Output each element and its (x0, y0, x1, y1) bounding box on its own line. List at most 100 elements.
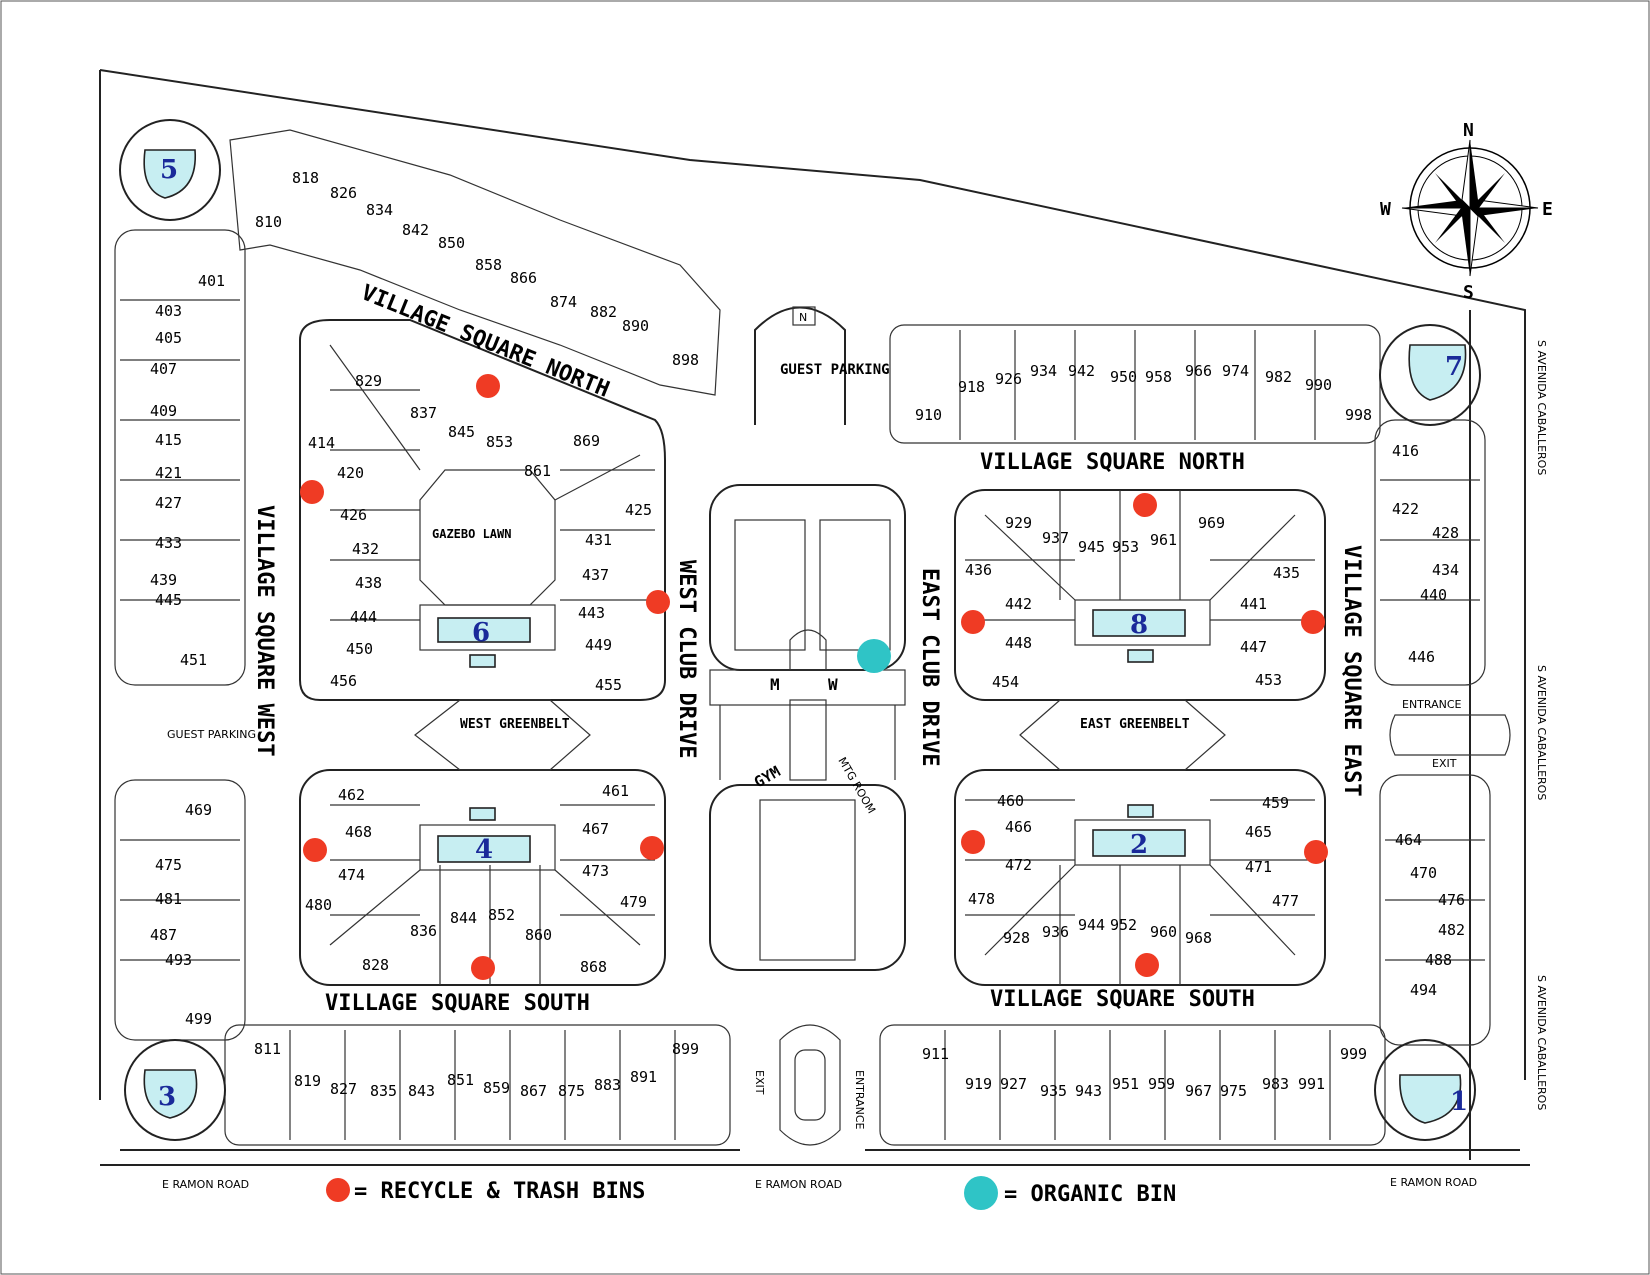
street-village-square-south-west: VILLAGE SQUARE SOUTH (325, 991, 590, 1016)
svg-text:998: 998 (1345, 406, 1372, 424)
svg-text:464: 464 (1395, 831, 1422, 849)
svg-text:444: 444 (350, 608, 377, 626)
svg-text:443: 443 (578, 604, 605, 622)
svg-text:445: 445 (155, 591, 182, 609)
svg-text:432: 432 (352, 540, 379, 558)
svg-text:455: 455 (595, 676, 622, 694)
svg-text:852: 852 (488, 906, 515, 924)
inner-quadrants (299, 319, 1326, 986)
pool-8: 8 (1092, 609, 1186, 640)
svg-text:850: 850 (438, 234, 465, 252)
svg-text:438: 438 (355, 574, 382, 592)
svg-text:943: 943 (1075, 1082, 1102, 1100)
svg-text:899: 899 (672, 1040, 699, 1058)
svg-text:462: 462 (338, 786, 365, 804)
svg-text:422: 422 (1392, 500, 1419, 518)
svg-text:869: 869 (573, 432, 600, 450)
svg-text:4: 4 (475, 835, 493, 865)
svg-text:826: 826 (330, 184, 357, 202)
svg-text:928: 928 (1003, 929, 1030, 947)
pool-2: 2 (1092, 829, 1186, 860)
svg-text:969: 969 (1198, 514, 1225, 532)
svg-text:7: 7 (1445, 352, 1463, 382)
svg-text:434: 434 (1432, 561, 1459, 579)
svg-text:882: 882 (590, 303, 617, 321)
svg-text:480: 480 (305, 896, 332, 914)
street-west-club-drive: WEST CLUB DRIVE (674, 560, 699, 759)
street-village-square-west: VILLAGE SQUARE WEST (252, 505, 277, 757)
svg-text:991: 991 (1298, 1075, 1325, 1093)
svg-text:468: 468 (345, 823, 372, 841)
gym-label: GYM (751, 762, 783, 791)
svg-text:401: 401 (198, 272, 225, 290)
svg-text:474: 474 (338, 866, 365, 884)
recycle-bin (1304, 840, 1328, 864)
svg-text:999: 999 (1340, 1045, 1367, 1063)
svg-text:493: 493 (165, 951, 192, 969)
svg-text:466: 466 (1005, 818, 1032, 836)
svg-text:950: 950 (1110, 368, 1137, 386)
svg-text:827: 827 (330, 1080, 357, 1098)
svg-text:403: 403 (155, 302, 182, 320)
svg-text:926: 926 (995, 370, 1022, 388)
svg-text:811: 811 (254, 1040, 281, 1058)
svg-text:874: 874 (550, 293, 577, 311)
svg-text:974: 974 (1222, 362, 1249, 380)
street-east-club-drive: EAST CLUB DRIVE (917, 568, 942, 767)
svg-text:982: 982 (1265, 368, 1292, 386)
pool-4: 4 (437, 835, 531, 865)
svg-text:436: 436 (965, 561, 992, 579)
mens-restroom-label: M (770, 675, 780, 694)
svg-text:439: 439 (150, 571, 177, 589)
svg-text:442: 442 (1005, 595, 1032, 613)
spa-6 (469, 654, 496, 668)
svg-text:488: 488 (1425, 951, 1452, 969)
svg-text:919: 919 (965, 1075, 992, 1093)
svg-text:467: 467 (582, 820, 609, 838)
svg-text:836: 836 (410, 922, 437, 940)
recycle-bin (476, 374, 500, 398)
svg-text:409: 409 (150, 402, 177, 420)
svg-text:953: 953 (1112, 538, 1139, 556)
svg-text:967: 967 (1185, 1082, 1212, 1100)
recycle-bin (961, 610, 985, 634)
svg-text:451: 451 (180, 651, 207, 669)
svg-text:934: 934 (1030, 362, 1057, 380)
womens-restroom-label: W (828, 675, 838, 694)
svg-text:5: 5 (160, 155, 178, 185)
svg-text:828: 828 (362, 956, 389, 974)
svg-text:851: 851 (447, 1071, 474, 1089)
svg-text:3: 3 (158, 1082, 176, 1112)
recycle-bin (471, 956, 495, 980)
spa-8 (1127, 649, 1154, 663)
pool-1: 1 (1399, 1074, 1468, 1124)
svg-text:494: 494 (1410, 981, 1437, 999)
svg-text:426: 426 (340, 506, 367, 524)
svg-text:883: 883 (594, 1076, 621, 1094)
recycle-bin (300, 480, 324, 504)
legend-organic-swatch (964, 1176, 998, 1210)
svg-text:829: 829 (355, 372, 382, 390)
svg-text:420: 420 (337, 464, 364, 482)
svg-text:910: 910 (915, 406, 942, 424)
svg-text:1: 1 (1450, 1087, 1468, 1117)
east-greenbelt-label: EAST GREENBELT (1080, 717, 1190, 732)
svg-text:942: 942 (1068, 362, 1095, 380)
street-village-square-east: VILLAGE SQUARE EAST (1339, 545, 1364, 797)
svg-text:911: 911 (922, 1045, 949, 1063)
svg-text:844: 844 (450, 909, 477, 927)
compass-s: S (1463, 282, 1474, 303)
svg-text:875: 875 (558, 1082, 585, 1100)
compass-rose: N S E W (1380, 120, 1553, 303)
svg-text:479: 479 (620, 893, 647, 911)
svg-text:834: 834 (366, 201, 393, 219)
svg-text:428: 428 (1432, 524, 1459, 542)
recycle-trash-bins (300, 374, 1328, 980)
exit-east-label: EXIT (1432, 757, 1457, 770)
corner-pools (119, 119, 1481, 1141)
pool-3: 3 (143, 1069, 198, 1119)
svg-text:936: 936 (1042, 923, 1069, 941)
spa-4 (469, 807, 496, 821)
west-greenbelt-label: WEST GREENBELT (460, 717, 570, 732)
